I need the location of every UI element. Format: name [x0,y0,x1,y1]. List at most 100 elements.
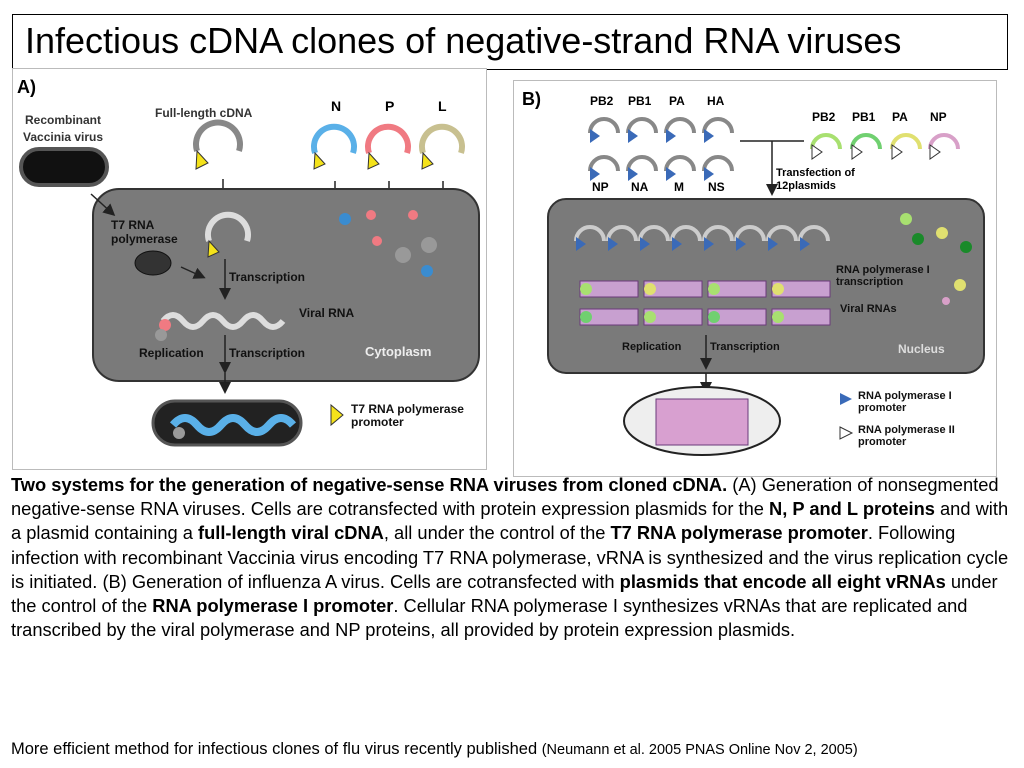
protein-plasmid-label: NP [930,110,947,124]
t7-promoter-legend-line2: promoter [351,415,404,429]
nucleus-label: Nucleus [898,342,945,356]
caption-text: , all under the control of the [383,522,611,544]
viral-rna-strand [160,312,286,330]
plasmid-label-p: P [385,98,394,114]
viral-rna-label: Viral RNA [299,306,354,320]
t7-polymerase-icon [134,250,172,276]
panel-b-label: B) [522,89,541,109]
full-length-cdna-label: Full-length cDNA [155,106,253,120]
recombinant-vaccinia-line2: Vaccinia virus [23,130,103,144]
protein-plasmid-icons [810,133,960,150]
panel-a-svg: A) Recombinant Vaccinia virus Full-lengt… [17,77,480,447]
virion-rnp-icon [169,414,297,436]
p-plasmid-icon [365,123,411,170]
viral-rnas-label: Viral RNAs [840,303,897,315]
transfection-label-line1: Transfection of [776,167,855,179]
cytoplasm-cell [92,188,480,382]
p-protein-icon [372,236,382,246]
pb1-protein-icon [960,241,972,253]
vrnp-row-2 [579,308,831,326]
recombinant-vaccinia-line1: Recombinant [25,113,101,127]
pb1-protein-icon [912,233,924,245]
caption-lead: Two systems for the generation of negati… [11,474,728,495]
p-protein-icon [408,210,418,220]
vrna-plasmid-label: PB1 [628,94,652,108]
caption-bold: T7 RNA polymerase promoter [610,522,868,544]
pol1-transcription-line1: RNA polymerase I [836,264,930,276]
pol1-legend-line1: RNA polymerase I [858,390,952,402]
caption-bold: N, P and L proteins [769,498,935,520]
transcription-label: Transcription [710,341,780,353]
pol2-legend-line1: RNA polymerase II [858,424,955,436]
intracellular-pol1-promoter-icons [576,237,810,251]
l-plasmid-icon [419,123,465,170]
vrna-plasmid-label: M [674,180,684,194]
transcription-label: Transcription [229,270,305,284]
pa-protein-icon [936,227,948,239]
title-box: Infectious cDNA clones of negative-stran… [12,14,1008,70]
n-plasmid-icon [311,123,357,170]
pol1-promoter-icons-row1 [590,129,714,143]
caption-text: and with a plasmid containing a [11,498,1009,544]
caption-bold: RNA polymerase I promoter [152,595,394,617]
vrna-plasmid-label: PB2 [590,94,614,108]
panel-b-svg: B) PB2 PB1 PA HA [522,89,985,456]
pol1-legend-line2: promoter [858,402,907,414]
vrna-plasmid-label: HA [707,94,725,108]
plasmid-label-n: N [331,98,341,114]
panel-b-diagram: B) PB2 PB1 PA HA [513,80,997,477]
t7-polymerase-line1: T7 RNA [111,218,155,232]
n-protein-icon [339,213,351,225]
plasmid-label-l: L [438,98,447,114]
vaccinia-virus-icon [19,147,109,187]
pol1-transcription-line2: transcription [836,276,904,288]
protein-plasmid-label: PB1 [852,110,876,124]
p-protein-icon [159,319,171,331]
l-protein-icon [155,329,167,341]
p-protein-icon [366,210,376,220]
cytoplasm-label: Cytoplasm [365,344,431,359]
caption-bold: full-length viral cDNA [198,522,384,544]
footer-note: More efficient method for infectious clo… [11,740,1021,759]
vrna-plasmid-label: NS [708,180,725,194]
replication-label: Replication [622,341,682,353]
vrnp-row-1 [579,280,831,298]
intracellular-cdna-plasmid-icon [205,211,251,258]
n-protein-icon [421,265,433,277]
vrna-plasmid-label: NA [631,180,649,194]
vrna-plasmid-label: NP [592,180,609,194]
l-protein-icon [421,237,437,253]
caption-text: under the control of the [11,570,998,617]
caption-text: . Following infection with recombinant V… [11,522,1009,592]
caption-text: . Cellular RNA polymerase I synthesizes … [11,595,968,641]
full-length-cdna-plasmid-icon [193,119,243,170]
l-protein-icon [395,247,411,263]
panel-a-label: A) [17,77,36,97]
protein-plasmid-label: PB2 [812,110,836,124]
intracellular-vrna-plasmid-icons [574,225,830,242]
t7-polymerase-line2: polymerase [111,232,178,246]
pol1-promoter-legend-icon [840,393,852,405]
transfection-label-line2: 12plasmids [776,180,836,192]
caption-text: (A) Generation of nonsegmented negative-… [11,474,999,520]
footer-main-text: More efficient method for infectious clo… [11,740,542,758]
caption-bold: plasmids that encode all eight vRNAs [619,570,946,592]
t7-promoter-legend-icon [330,403,344,427]
vrna-plasmid-icons-row1 [588,117,734,134]
l-protein-icon [173,427,185,439]
pa-protein-icon [954,279,966,291]
pol2-legend-line2: promoter [858,436,907,448]
virion-vrnp-icon [655,398,749,446]
vrna-plasmid-label: PA [669,94,685,108]
pol2-promoter-legend-icon [839,426,854,440]
figure-caption: Two systems for the generation of negati… [11,473,1011,642]
pol1-promoter-icons-row2 [590,167,714,181]
footer-reference: (Neumann et al. 2005 PNAS Online Nov 2, … [541,742,858,758]
np-protein-icon [942,297,950,305]
protein-plasmid-label: PA [892,110,908,124]
panel-a-diagram: A) Recombinant Vaccinia virus Full-lengt… [12,68,487,470]
transcription-label-2: Transcription [229,346,305,360]
t7-promoter-legend-line1: T7 RNA polymerase [351,402,464,416]
replication-label: Replication [139,346,204,360]
pb2-protein-icon [900,213,912,225]
